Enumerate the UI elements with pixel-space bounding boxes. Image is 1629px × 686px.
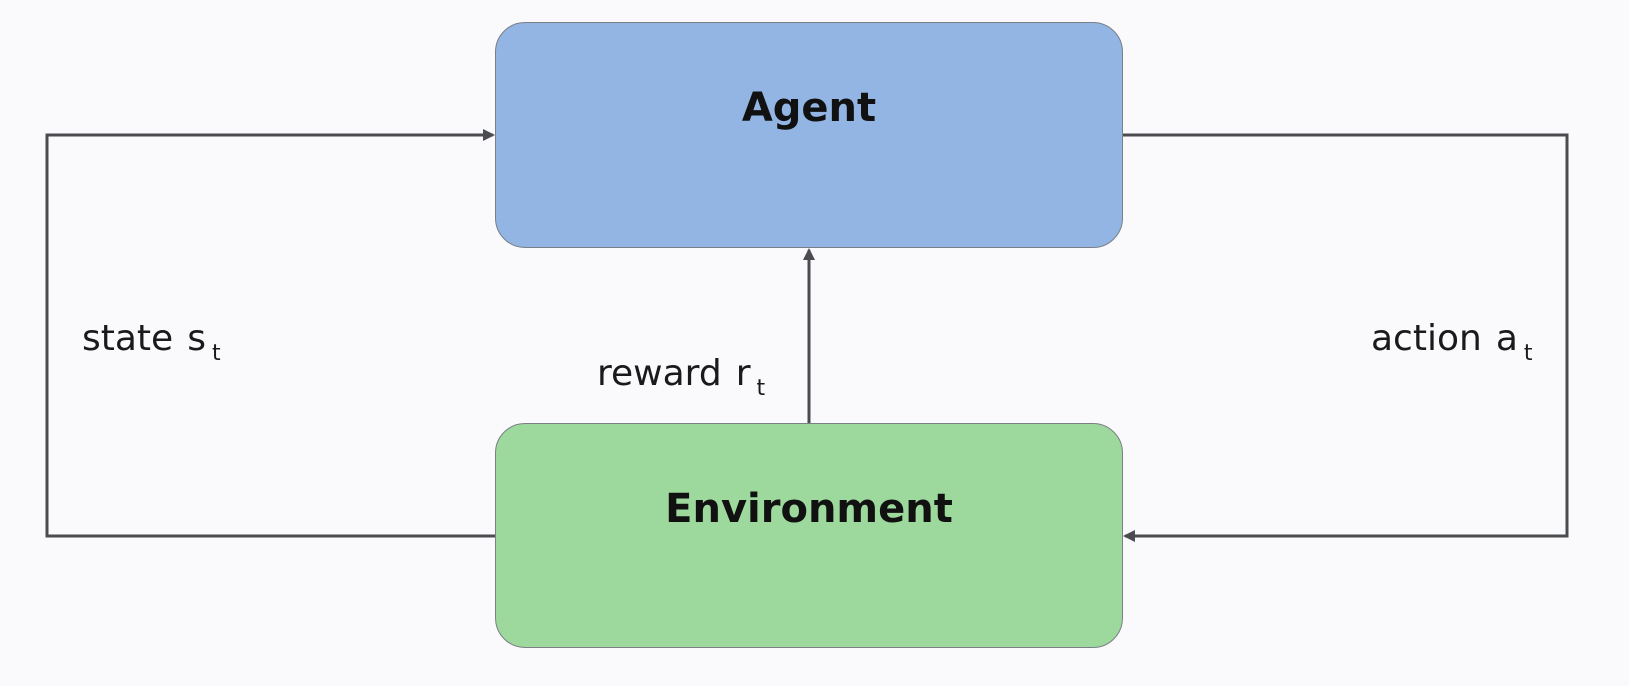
action-word: action — [1371, 318, 1482, 359]
action-arrow — [1123, 133, 1569, 542]
state-symbol: s — [187, 318, 206, 359]
agent-label: Agent — [741, 85, 877, 131]
state-word: state — [82, 318, 174, 359]
agent-node: Agent — [495, 22, 1123, 248]
environment-label: Environment — [665, 486, 953, 532]
state-subscript: t — [211, 341, 221, 366]
reward-word: reward — [597, 353, 722, 394]
state-arrow — [45, 129, 495, 538]
environment-node: Environment — [495, 423, 1123, 648]
reward-symbol: r — [735, 353, 751, 394]
action-symbol: a — [1495, 318, 1518, 359]
reward-subscript: t — [756, 376, 766, 401]
action-subscript: t — [1523, 341, 1533, 366]
